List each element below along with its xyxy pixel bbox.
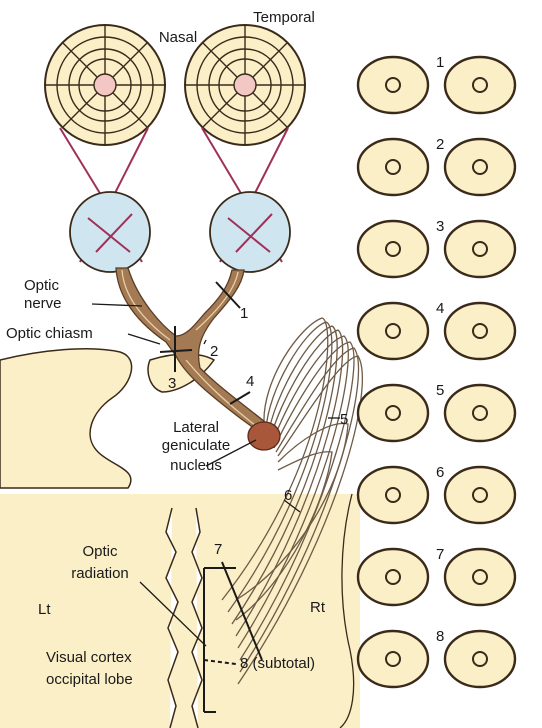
field-row-number-5: 5 bbox=[436, 382, 444, 399]
field-7-left-eye bbox=[358, 549, 428, 605]
label-optic-nerve-line2: nerve bbox=[24, 295, 62, 312]
field-1-right-eye bbox=[445, 57, 515, 113]
field-row-number-6: 6 bbox=[436, 464, 444, 481]
field-4-right-eye bbox=[445, 303, 515, 359]
pathway-number-5: 5 bbox=[340, 411, 348, 428]
field-6-right-eye bbox=[445, 467, 515, 523]
label-optic-radiation-line1: Optic bbox=[82, 543, 118, 560]
right-eyeball bbox=[210, 192, 290, 272]
label-temporal: Temporal bbox=[253, 9, 315, 26]
left-eyeball bbox=[70, 192, 150, 272]
field-row-number-3: 3 bbox=[436, 218, 444, 235]
field-1-left-eye bbox=[358, 57, 428, 113]
field-row-number-7: 7 bbox=[436, 546, 444, 563]
field-row-number-2: 2 bbox=[436, 136, 444, 153]
label-nasal: Nasal bbox=[159, 29, 197, 46]
pathway-number-7: 7 bbox=[214, 541, 222, 558]
label-lgn-line2: geniculate bbox=[162, 437, 230, 454]
pathway-number-3: 3 bbox=[168, 375, 176, 392]
left-eye-field-globe bbox=[45, 25, 165, 145]
pathway-number-1: 1 bbox=[240, 305, 248, 322]
label-lt: Lt bbox=[38, 601, 51, 618]
pathway-number-8-subtotal: 8 (subtotal) bbox=[240, 655, 315, 672]
field-8-left-eye bbox=[358, 631, 428, 687]
right-eye-field-globe bbox=[185, 25, 305, 145]
pathway-number-2: 2 bbox=[210, 343, 218, 360]
label-lgn-line3: nucleus bbox=[170, 457, 222, 474]
field-7-right-eye bbox=[445, 549, 515, 605]
field-3-left-eye bbox=[358, 221, 428, 277]
label-optic-radiation-line2: radiation bbox=[71, 565, 129, 582]
label-visual-cortex-line1: Visual cortex bbox=[46, 649, 132, 666]
field-6-left-eye bbox=[358, 467, 428, 523]
label-rt: Rt bbox=[310, 599, 326, 616]
field-row-number-1: 1 bbox=[436, 54, 444, 71]
field-4-left-eye bbox=[358, 303, 428, 359]
field-row-number-4: 4 bbox=[436, 300, 444, 317]
pathway-number-6: 6 bbox=[284, 487, 292, 504]
optic-nerves-and-tract bbox=[116, 268, 270, 434]
field-5-left-eye bbox=[358, 385, 428, 441]
label-lgn-line1: Lateral bbox=[173, 419, 219, 436]
pathway-number-4: 4 bbox=[246, 373, 254, 390]
label-optic-chiasm: Optic chiasm bbox=[6, 325, 93, 342]
field-row-number-8: 8 bbox=[436, 628, 444, 645]
field-2-left-eye bbox=[358, 139, 428, 195]
label-optic-nerve-line1: Optic bbox=[24, 277, 60, 294]
field-8-right-eye bbox=[445, 631, 515, 687]
label-visual-cortex-line2: occipital lobe bbox=[46, 671, 133, 688]
field-5-right-eye bbox=[445, 385, 515, 441]
lateral-geniculate-nucleus bbox=[248, 422, 280, 450]
field-2-right-eye bbox=[445, 139, 515, 195]
field-3-right-eye bbox=[445, 221, 515, 277]
visual-field-plots: 1 2 3 4 5 6 7 8 bbox=[358, 54, 515, 687]
